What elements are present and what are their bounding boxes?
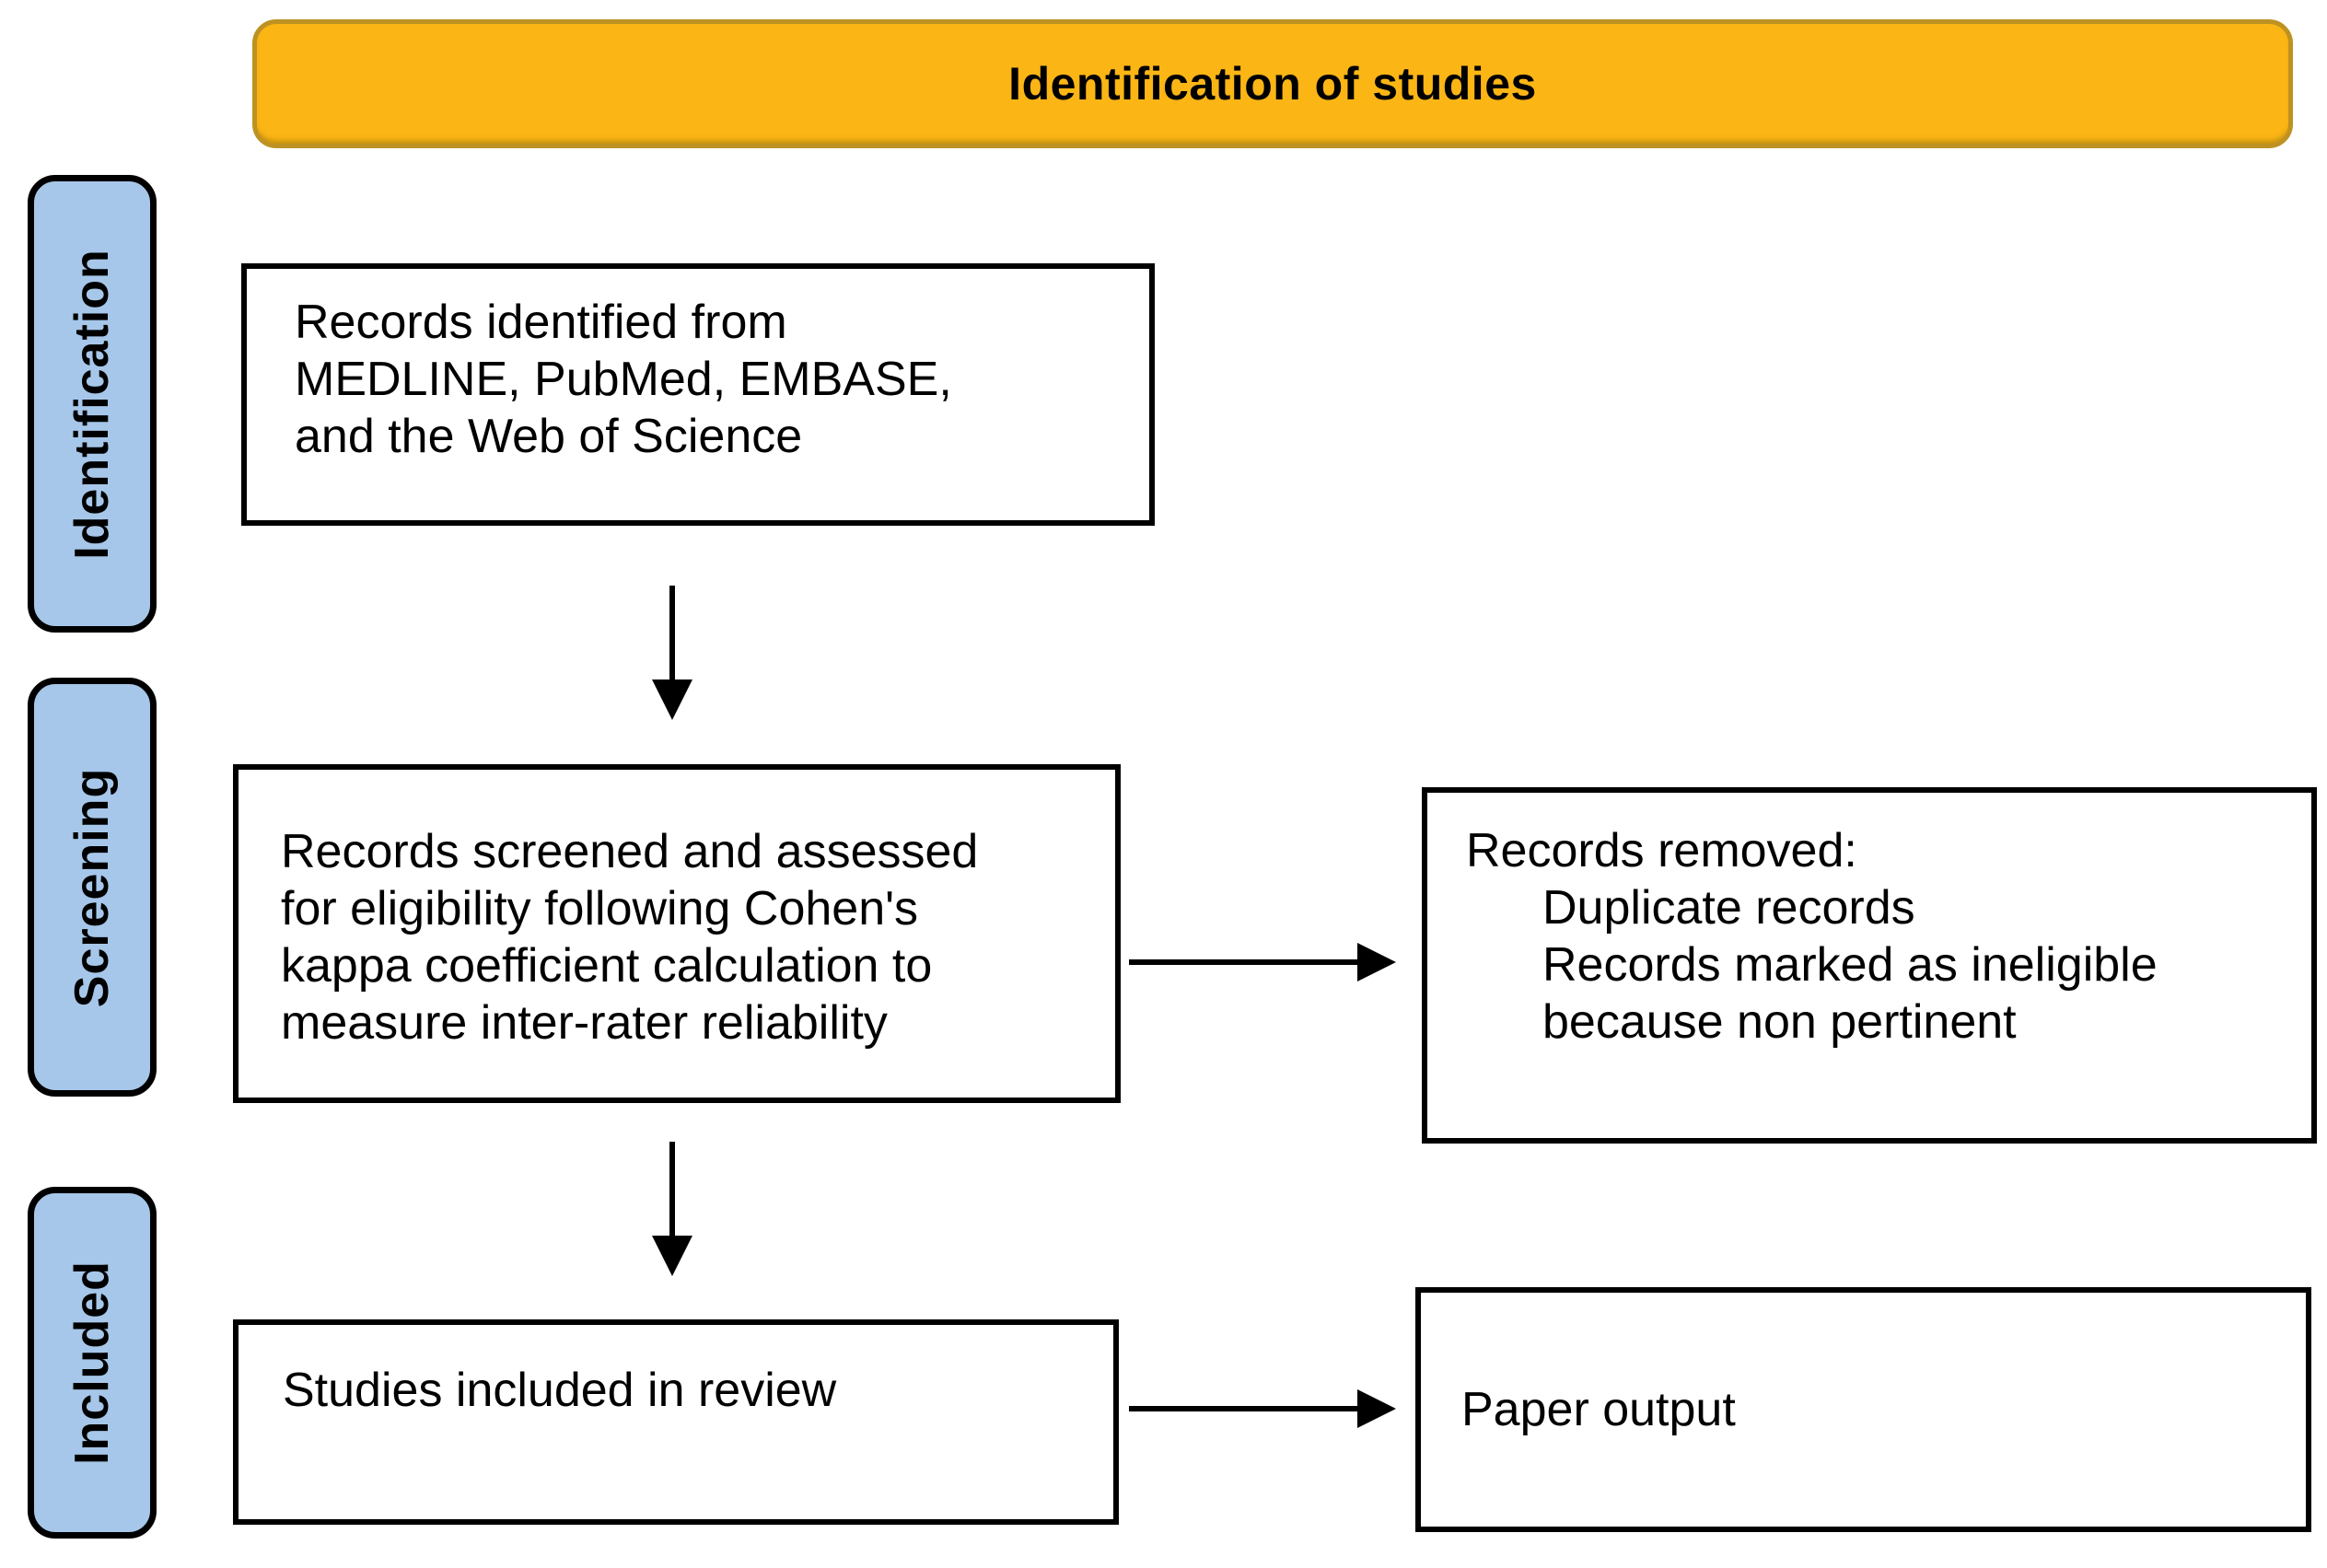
box-records-screened-line: Records screened and assessed xyxy=(281,825,979,878)
box-records-screened-line: kappa coefficient calculation to xyxy=(281,939,933,993)
box-records-removed-heading: Records removed: xyxy=(1466,824,1857,877)
box-paper-output: Paper output xyxy=(1415,1287,2311,1532)
stage-label-screening: Screening xyxy=(28,678,157,1097)
stage-label-included-text: Included xyxy=(65,1260,120,1465)
arrowhead-down-icon xyxy=(652,1236,692,1276)
box-records-removed: Records removed: Duplicate records Recor… xyxy=(1422,787,2317,1144)
arrow-shaft xyxy=(1129,1406,1359,1411)
arrowhead-right-icon xyxy=(1357,1389,1396,1428)
stage-label-included: Included xyxy=(28,1187,157,1539)
removed-reason-item: Records marked as ineligible because non… xyxy=(1542,938,2158,1049)
stage-label-identification: Identification xyxy=(28,175,157,633)
box-records-screened-line: for eligibility following Cohen's xyxy=(281,882,919,935)
arrowhead-down-icon xyxy=(652,679,692,720)
header-banner: Identification of studies xyxy=(252,19,2293,148)
box-records-identified-line: Records identified from xyxy=(295,296,787,349)
stage-label-screening-text: Screening xyxy=(65,767,120,1007)
box-records-screened-line: measure inter-rater reliability xyxy=(281,996,888,1050)
arrowhead-right-icon xyxy=(1357,943,1396,981)
stage-label-identification-text: Identification xyxy=(65,248,119,560)
box-records-identified: Records identified from MEDLINE, PubMed,… xyxy=(241,263,1155,526)
arrow-shaft xyxy=(669,1142,675,1237)
box-studies-included-text: Studies included in review xyxy=(283,1364,837,1417)
box-studies-included: Studies included in review xyxy=(233,1319,1119,1525)
arrow-shaft xyxy=(669,586,675,681)
box-paper-output-text: Paper output xyxy=(1461,1383,1736,1436)
box-records-identified-line: MEDLINE, PubMed, EMBASE, xyxy=(295,353,952,406)
box-records-screened: Records screened and assessed for eligib… xyxy=(233,764,1121,1103)
box-records-identified-line: and the Web of Science xyxy=(295,410,803,463)
arrow-shaft xyxy=(1129,959,1359,965)
removed-reason-item: Duplicate records xyxy=(1542,881,1915,935)
header-title: Identification of studies xyxy=(1008,58,1537,110)
box-records-removed-list: Duplicate records Records marked as inel… xyxy=(1542,879,2286,1051)
